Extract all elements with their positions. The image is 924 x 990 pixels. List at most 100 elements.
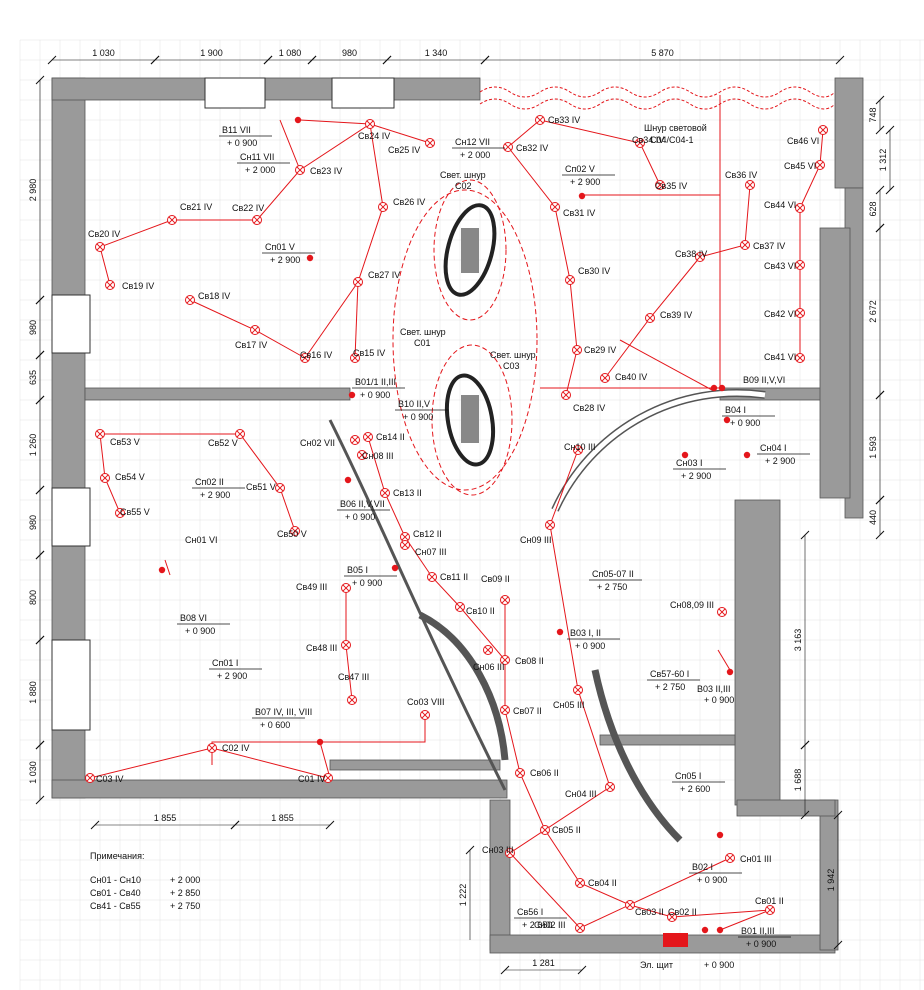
fixture-25: Св40 IV	[600, 372, 647, 383]
fixture-label: Св30 IV	[578, 266, 610, 276]
fixture-label: Св14 II	[376, 432, 405, 442]
fixture-label: Сн10 III	[564, 442, 595, 452]
fixture-label: Сн07 III	[415, 547, 446, 557]
fixture-label: С02 IV	[222, 743, 250, 753]
fixture-label: Св04 II	[588, 878, 617, 888]
fixture-label: С01 IV	[298, 774, 326, 784]
tag-value: + 0 900	[185, 626, 215, 636]
dim-top-3: 980	[342, 48, 357, 58]
dim-top-5: 5 870	[651, 48, 674, 58]
fixture-label: Св55 V	[120, 507, 150, 517]
fixture-16: Св35 IV	[655, 180, 687, 191]
tag-value: + 0 900	[697, 875, 727, 885]
fixture-17: Св31 IV	[550, 202, 595, 218]
fixture-53: Св48 III	[306, 640, 351, 653]
fixture-label: Св28 IV	[573, 403, 605, 413]
fixture-11: Св16 IV	[300, 350, 332, 363]
tag-value: + 2 900	[765, 456, 795, 466]
tag-value: + 2 650	[522, 920, 552, 930]
tag-label: Сп01 I	[212, 658, 238, 668]
wire-run-13	[89, 747, 329, 779]
label-panel: Эл. щит	[640, 960, 673, 970]
fixture-label: Св10 II	[466, 606, 495, 616]
dim-right-8: 1 942	[826, 869, 836, 892]
wire-extra-8	[320, 715, 426, 743]
tag-value: + 0 900	[227, 138, 257, 148]
fixture-label: Св46 VI	[787, 136, 819, 146]
switch-dot-icon	[316, 738, 324, 746]
tag-label: B01 II,III	[741, 926, 775, 936]
tag-0: В11 VII+ 0 900	[219, 125, 272, 148]
tag-19: Сп05 I+ 2 600	[672, 771, 725, 794]
label-cord-c02a: Свет. шнур	[440, 170, 486, 180]
window-3	[51, 294, 91, 354]
tag-14: Сп05-07 II+ 2 750	[589, 569, 642, 592]
switch-dot-icon	[348, 391, 356, 399]
fixture-6: Св25 IV	[388, 138, 435, 155]
label-cord-top: Шнур световой	[644, 123, 707, 133]
fixture-37: Св50 V	[277, 526, 307, 539]
tag-1: Сн11 VII+ 2 000	[237, 152, 290, 175]
fixture-36: Св51 V	[246, 482, 285, 493]
fixture-label: Св32 IV	[516, 143, 548, 153]
tag-value: + 0 900	[746, 939, 776, 949]
fixture-3: Св22 IV	[232, 203, 264, 225]
cord-C01	[392, 189, 538, 491]
dim-top-4: 1 340	[425, 48, 448, 58]
tag-12: B05 I+ 0 900	[344, 565, 397, 588]
fixture-label: Св19 IV	[122, 281, 154, 291]
tag-17: Св57-60 I+ 2 750	[647, 669, 700, 692]
fixture-30: Св42 VI	[764, 308, 805, 319]
dim-left-4: 980	[28, 515, 38, 530]
fixture-label: С03 IV	[96, 774, 124, 784]
cord-C04	[479, 86, 836, 98]
wire-extra-0	[299, 119, 371, 125]
fixture-label: Св38 IV	[675, 249, 707, 259]
dim-right-4: 1 593	[868, 436, 878, 459]
fixture-label: Св27 IV	[368, 270, 400, 280]
fixture-label: Сн02 III	[534, 920, 565, 930]
dim-right-6: 3 163	[793, 629, 803, 652]
tag-value: + 0 900	[403, 412, 433, 422]
fixture-7: Св26 IV	[378, 197, 425, 212]
fixture-21: Св36 IV	[725, 170, 757, 190]
tag-value: + 2 000	[245, 165, 275, 175]
fixture-44: Св08 II	[500, 655, 544, 666]
dim-right-5: 440	[868, 510, 878, 525]
note-row-2-value: + 2 850	[170, 888, 200, 898]
fixture-label: Сн09 III	[520, 535, 551, 545]
tag-label: Сн03 I	[676, 458, 702, 468]
switch-dot-icon	[306, 254, 314, 262]
fixture-70: Сн08,09 III	[670, 600, 727, 617]
fixture-45: Св07 II	[500, 705, 542, 716]
switch-dot-icon	[391, 564, 399, 572]
dim-left-3: 1 260	[28, 434, 38, 457]
fixture-label: Сн02 VII	[300, 438, 335, 448]
fixture-10: Св17 IV	[235, 325, 267, 350]
wire-run-11	[367, 436, 771, 918]
label-cord-c01a: Свет. шнур	[400, 327, 446, 337]
fixture-label: Св08 II	[515, 656, 544, 666]
tag-value: + 2 750	[597, 582, 627, 592]
fixture-label: Сн08,09 III	[670, 600, 714, 610]
wall-closet	[819, 227, 851, 499]
dim-left-2: 635	[28, 370, 38, 385]
tag-value: + 2 000	[460, 150, 490, 160]
switch-dot-icon	[294, 116, 302, 124]
ceiling-oval-2	[444, 373, 496, 467]
fixture-label: Св40 IV	[615, 372, 647, 382]
fixture-label: Св47 III	[338, 672, 369, 682]
switch-dot-icon	[718, 384, 726, 392]
dim-bottom-2: 1 222	[458, 884, 468, 907]
fixture-label: Св41 VI	[764, 352, 796, 362]
wire-extra-1	[279, 119, 301, 171]
fixture-54: Св47 III	[338, 672, 369, 705]
fixture-label: Сн04 III	[565, 789, 596, 799]
fixture-14: Св32 IV	[503, 142, 548, 153]
fixture-label: Св35 IV	[655, 181, 687, 191]
fixture-label: Св53 V	[110, 437, 140, 447]
label-cord-c01b: С01	[414, 338, 431, 348]
fixture-label: Св33 IV	[548, 115, 580, 125]
fixture-46: Св06 II	[515, 768, 559, 778]
